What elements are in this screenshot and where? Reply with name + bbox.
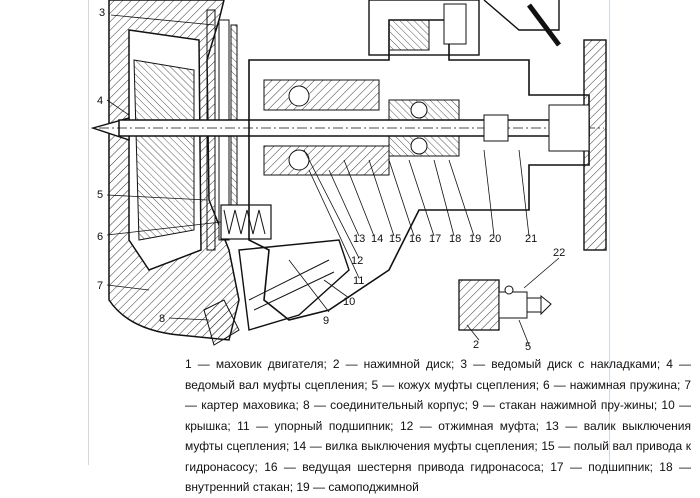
- detail-view-22: [458, 279, 552, 331]
- callout-21: 21: [525, 233, 537, 245]
- callout-13: 13: [353, 233, 365, 245]
- callout-4: 4: [97, 95, 103, 107]
- figure-caption: 1 — маховик двигателя; 2 — нажимной диск…: [185, 357, 691, 494]
- document-page: 3 4 5 6 7 8 9 10 11 12 13 14 15 16 17 18…: [88, 0, 691, 494]
- callout-14: 14: [371, 233, 383, 245]
- callout-20: 20: [489, 233, 501, 245]
- callout-19: 19: [469, 233, 481, 245]
- callout-10: 10: [343, 296, 355, 308]
- callout-7: 7: [97, 280, 103, 292]
- callout-22: 22: [553, 247, 565, 259]
- callout-5: 5: [97, 189, 103, 201]
- pump-drive-box: [368, 0, 480, 56]
- bottom-bracket: [203, 299, 240, 346]
- callout-detail-5: 5: [525, 341, 531, 352]
- callout-6: 6: [97, 231, 103, 243]
- callout-3: 3: [99, 7, 105, 19]
- callout-17: 17: [429, 233, 441, 245]
- callout-16: 16: [409, 233, 421, 245]
- callout-8: 8: [159, 313, 165, 325]
- clutch-assembly-drawing: 3 4 5 6 7 8 9 10 11 12 13 14 15 16 17 18…: [90, 0, 607, 352]
- callout-18: 18: [449, 233, 461, 245]
- callout-detail-2: 2: [473, 339, 479, 351]
- callout-15: 15: [389, 233, 401, 245]
- thrust-bearing: [288, 149, 310, 171]
- spring-cup-cover: [238, 239, 350, 331]
- callout-12: 12: [351, 255, 363, 267]
- callout-9: 9: [323, 315, 329, 327]
- callout-11: 11: [353, 275, 364, 287]
